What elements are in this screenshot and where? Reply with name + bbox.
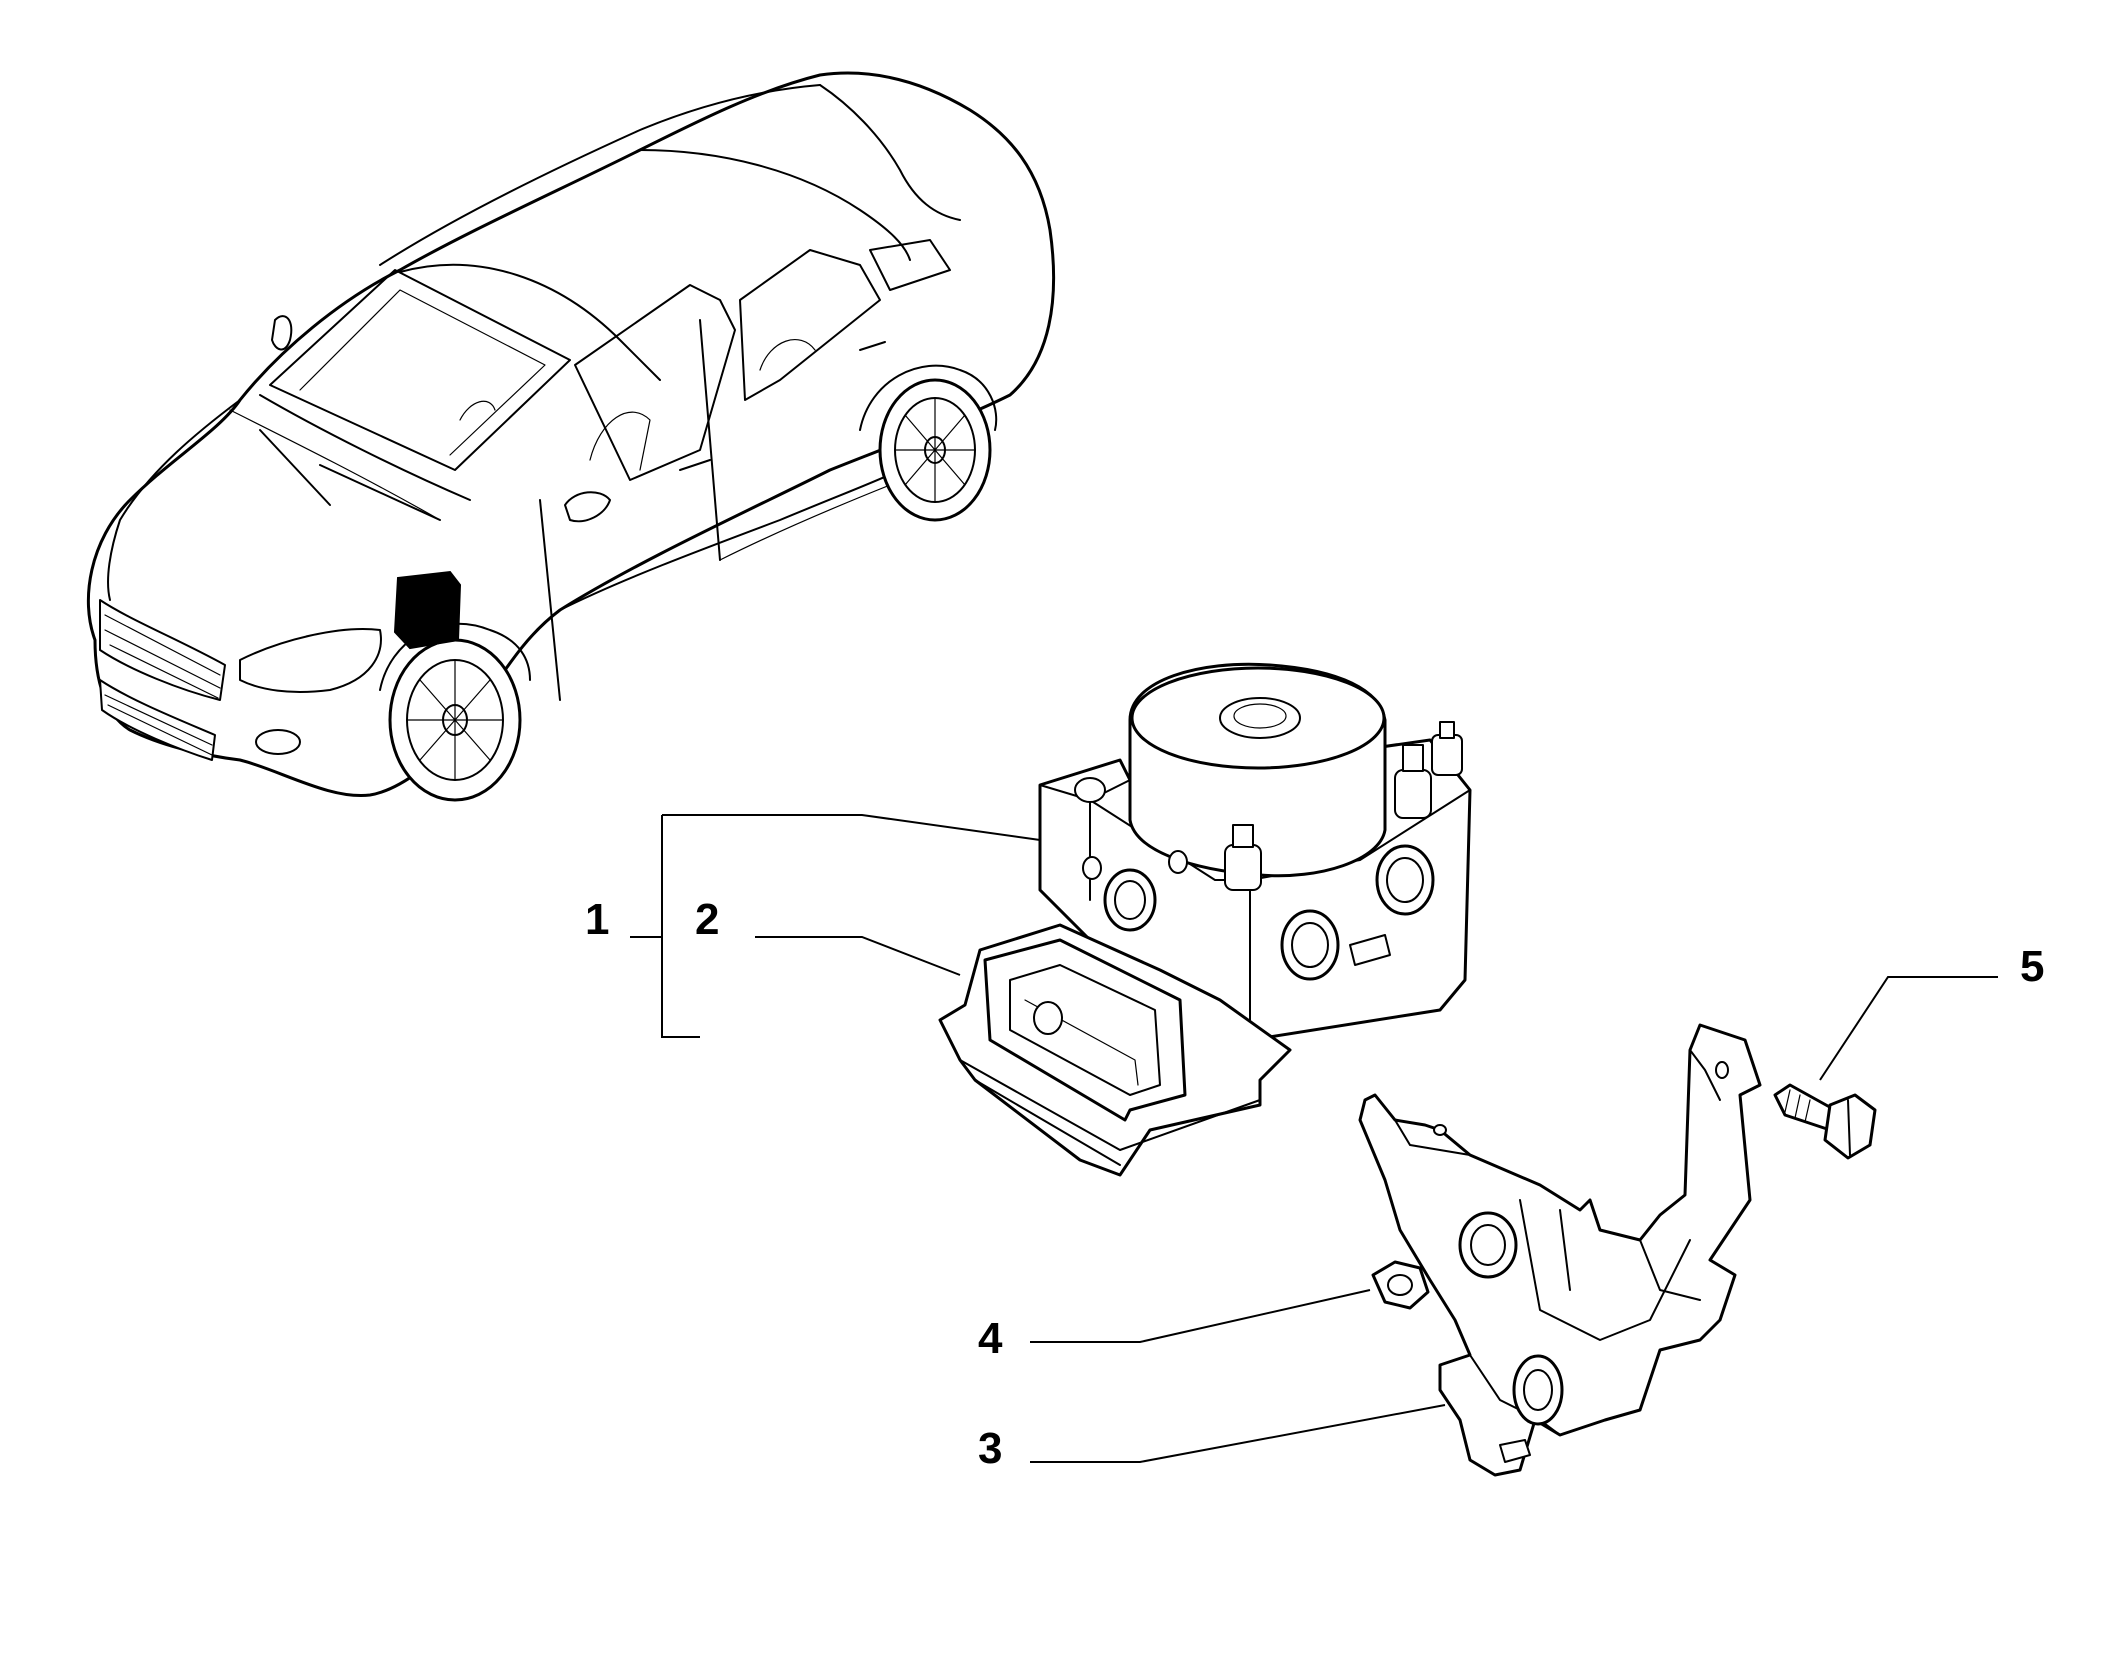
abs-control-module-icon bbox=[940, 925, 1290, 1175]
abs-location-marker-icon bbox=[395, 572, 460, 648]
leader-line-4 bbox=[1030, 1290, 1370, 1342]
callout-4: 4 bbox=[978, 1314, 1003, 1363]
hex-nut-icon bbox=[1373, 1262, 1428, 1308]
leader-line-5 bbox=[1820, 977, 1998, 1080]
leader-line-1 bbox=[630, 815, 1040, 1037]
callout-3: 3 bbox=[978, 1424, 1003, 1473]
abs-hydraulic-unit-icon bbox=[1040, 664, 1470, 1040]
mounting-bracket-icon bbox=[1360, 1025, 1760, 1475]
callout-1: 1 bbox=[585, 895, 610, 944]
callout-2: 2 bbox=[695, 895, 720, 944]
hex-bolt-icon bbox=[1775, 1085, 1875, 1158]
leader-line-3 bbox=[1030, 1405, 1445, 1462]
leader-lines bbox=[630, 815, 1998, 1462]
callout-5: 5 bbox=[2020, 942, 2045, 991]
leader-line-2 bbox=[755, 937, 960, 975]
sedan-car-icon bbox=[88, 73, 1053, 800]
